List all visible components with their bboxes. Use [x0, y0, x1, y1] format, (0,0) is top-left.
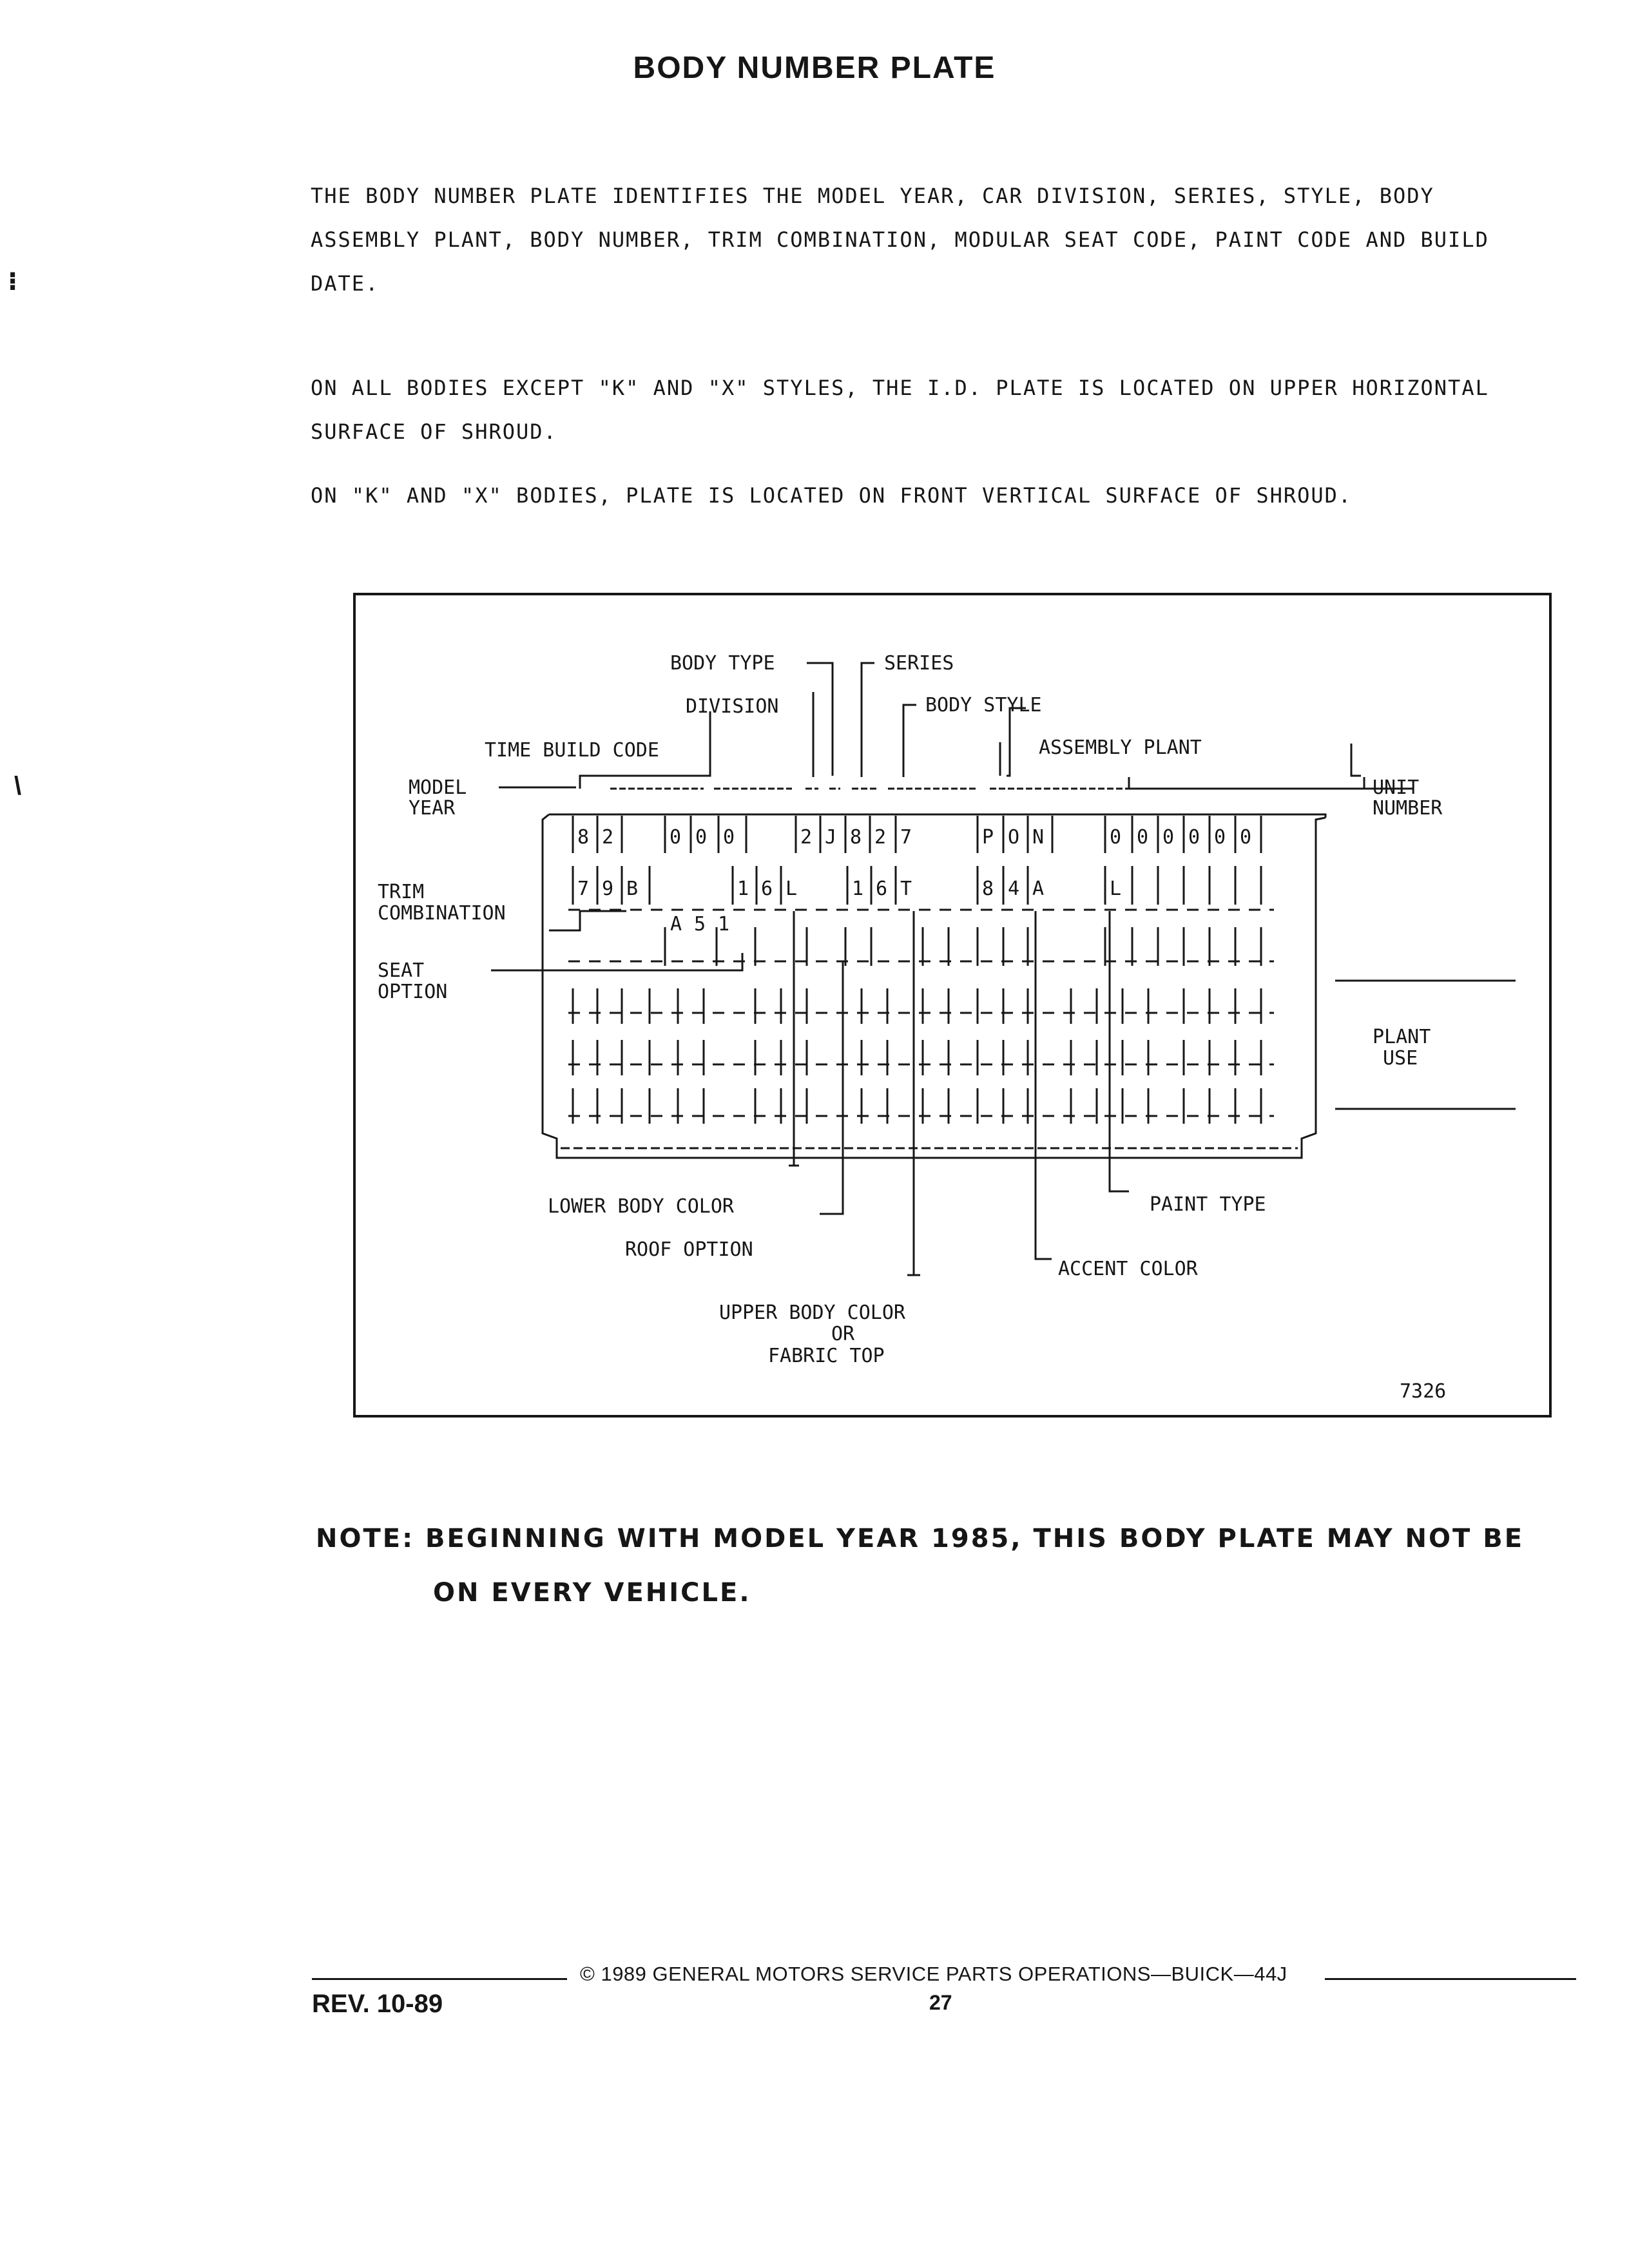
label-lower-body-color: LOWER BODY COLOR — [548, 1195, 735, 1218]
plate-cell-r1-16: 0 — [1162, 826, 1174, 849]
body-plate-diagram: 8 2 0 0 0 2 J 8 2 7 P O N 0 0 0 0 0 0 7 … — [378, 652, 1516, 1403]
margin-mark: ⁝ — [8, 267, 18, 296]
label-number: NUMBER — [1373, 797, 1443, 820]
plate-cell-r2-9: T — [900, 878, 912, 900]
label-division: DIVISION — [686, 695, 779, 718]
plate-cell-r2-1: 7 — [577, 878, 589, 900]
note: NOTE: BEGINNING WITH MODEL YEAR 1985, TH… — [316, 1512, 1524, 1620]
label-plant: PLANT — [1373, 1026, 1431, 1048]
plate-cell-r3-1: A — [670, 913, 682, 936]
label-or: OR — [831, 1323, 855, 1345]
label-year: YEAR — [409, 797, 456, 820]
page-number: 27 — [929, 1991, 952, 2014]
plate-cell-r2-2: 9 — [602, 878, 613, 900]
label-time-build-code: TIME BUILD CODE — [485, 739, 659, 762]
label-model: MODEL — [409, 776, 467, 799]
plate-cell-r2-8: 6 — [876, 878, 887, 900]
plate-cell-r2-12: A — [1032, 878, 1044, 900]
plate-cell-r3-2: 5 — [694, 913, 706, 936]
plate-cell-r2-4: 1 — [737, 878, 749, 900]
label-combination: COMBINATION — [378, 902, 506, 925]
plate-cell-r1-10: 7 — [900, 826, 912, 849]
plate-cell-r1-14: 0 — [1110, 826, 1121, 849]
plate-cell-r1-9: 2 — [874, 826, 886, 849]
plate-cell-r1-6: 2 — [800, 826, 812, 849]
plate-cell-r2-10: 8 — [982, 878, 994, 900]
label-series: SERIES — [884, 652, 954, 675]
plate-cell-r1-5: 0 — [723, 826, 735, 849]
plate-cell-r1-13: N — [1032, 826, 1044, 849]
plate-cell-r2-5: 6 — [761, 878, 773, 900]
body-plate-figure: 8 2 0 0 0 2 J 8 2 7 P O N 0 0 0 0 0 0 7 … — [353, 593, 1552, 1418]
plate-cell-r1-8: 8 — [850, 826, 862, 849]
plate-cell-r2-3: B — [626, 878, 638, 900]
label-body-type: BODY TYPE — [670, 652, 775, 675]
label-upper-body-color: UPPER BODY COLOR — [719, 1302, 906, 1324]
plate-cell-r1-2: 2 — [602, 826, 613, 849]
footer-revision: REV. 10-89 — [312, 1990, 443, 2018]
plate-cell-r2-7: 1 — [852, 878, 863, 900]
plate-cell-r1-1: 8 — [577, 826, 589, 849]
note-line-1: NOTE: BEGINNING WITH MODEL YEAR 1985, TH… — [316, 1524, 1525, 1553]
label-assembly-plant: ASSEMBLY PLANT — [1039, 736, 1202, 759]
plate-cell-r2-11: 4 — [1008, 878, 1019, 900]
plate-cell-r1-7: J — [825, 826, 836, 849]
note-line-2: ON EVERY VEHICLE. — [433, 1578, 751, 1608]
label-seat: SEAT — [378, 959, 424, 982]
plate-cell-r1-18: 0 — [1214, 826, 1226, 849]
plate-cell-r1-19: 0 — [1240, 826, 1251, 849]
plate-cell-r1-17: 0 — [1188, 826, 1200, 849]
plate-cell-r3-3: 1 — [718, 913, 729, 936]
footer-rule-left — [312, 1978, 567, 1980]
plate-cell-r1-11: P — [982, 826, 994, 849]
kx-location-paragraph: ON "K" AND "X" BODIES, PLATE IS LOCATED … — [311, 483, 1353, 508]
intro-paragraph: THE BODY NUMBER PLATE IDENTIFIES THE MOD… — [311, 184, 1489, 296]
plate-cell-r1-15: 0 — [1137, 826, 1148, 849]
plate-cell-r2-6: L — [786, 878, 797, 900]
plate-cell-r1-4: 0 — [695, 826, 707, 849]
label-fabric-top: FABRIC TOP — [768, 1345, 885, 1367]
plate-cell-r1-12: O — [1008, 826, 1019, 849]
location-paragraph: ON ALL BODIES EXCEPT "K" AND "X" STYLES,… — [311, 376, 1489, 444]
figure-number: 7326 — [1400, 1380, 1446, 1403]
footer-rule-right — [1325, 1978, 1576, 1980]
label-use: USE — [1383, 1047, 1418, 1070]
label-body-style: BODY STYLE — [925, 694, 1042, 716]
footer-copyright: © 1989 GENERAL MOTORS SERVICE PARTS OPER… — [580, 1963, 1287, 1985]
margin-mark: \ — [14, 772, 22, 800]
label-option: OPTION — [378, 981, 447, 1003]
label-trim: TRIM — [378, 881, 424, 903]
label-accent-color: ACCENT COLOR — [1058, 1258, 1199, 1280]
plate-cell-r2-13: L — [1110, 878, 1121, 900]
page-title: BODY NUMBER PLATE — [633, 51, 996, 85]
plate-cell-r1-3: 0 — [670, 826, 681, 849]
label-roof-option: ROOF OPTION — [625, 1238, 753, 1261]
label-paint-type: PAINT TYPE — [1150, 1193, 1266, 1216]
label-unit: UNIT — [1373, 776, 1419, 799]
